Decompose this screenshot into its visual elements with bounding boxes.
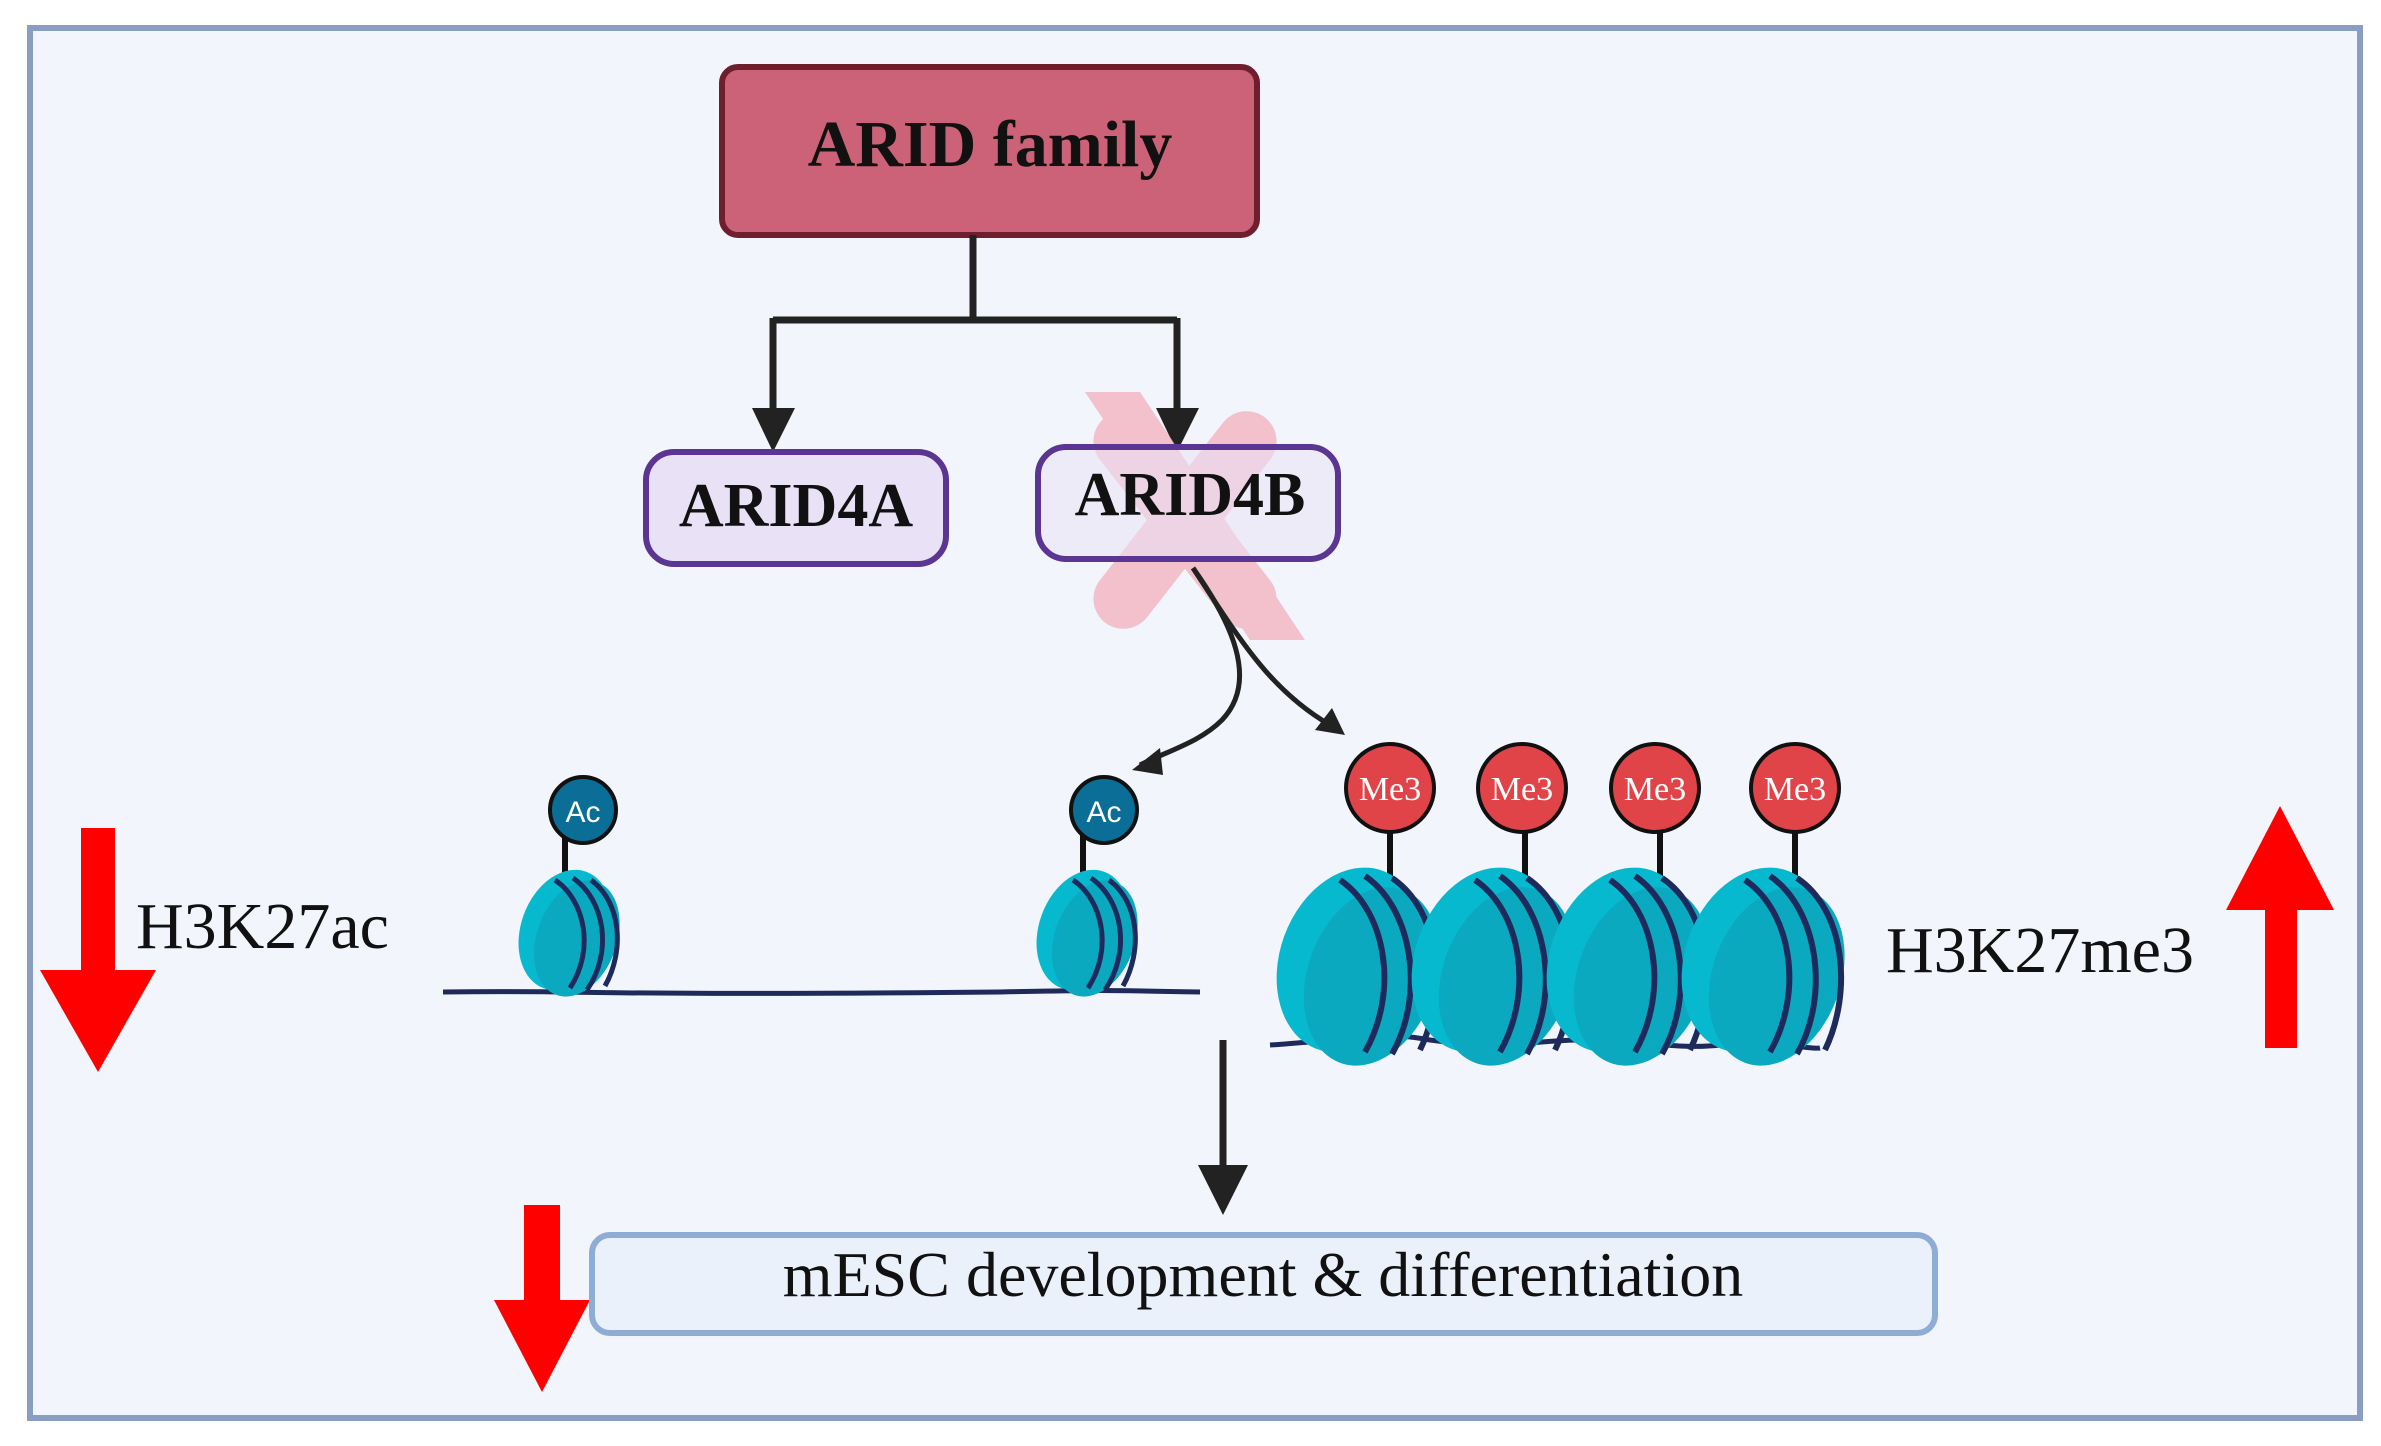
outcome-text: mESC development & differentiation (783, 1239, 1743, 1310)
dna-strand-left (442, 988, 1201, 996)
h3k27me3-label: H3K27me3 (1886, 914, 2194, 987)
trimethyl-mark-icon: Me3 (1476, 742, 1568, 834)
arid4a-box: ARID4A (643, 449, 949, 567)
ac-label: Ac (1086, 796, 1121, 829)
title-text: ARID family (808, 108, 1173, 181)
trimethyl-mark-icon: Me3 (1609, 742, 1701, 834)
me3-label: Me3 (1624, 771, 1686, 808)
trimethyl-mark-icon: Me3 (1344, 742, 1436, 834)
nucleosome-icon (518, 835, 620, 997)
trimethyl-mark-icon: Me3 (1749, 742, 1841, 834)
me3-label: Me3 (1491, 771, 1553, 808)
arid4b-box: ARID4B (1035, 444, 1341, 562)
title-box: ARID family (719, 64, 1260, 238)
me3-label: Me3 (1359, 771, 1421, 808)
h3k27ac-label: H3K27ac (136, 890, 389, 963)
red-down-arrow-icon (494, 1205, 590, 1392)
nucleosome-icon (1276, 790, 1440, 1066)
outcome-box: mESC development & differentiation (589, 1232, 1938, 1336)
acetyl-mark-icon: Ac (1069, 775, 1139, 845)
nucleosome-icon (1681, 790, 1845, 1066)
acetyl-mark-icon: Ac (548, 775, 618, 845)
red-down-arrow-icon (40, 828, 156, 1072)
nucleosome-icon (1546, 790, 1710, 1066)
nucleosome-icon (1036, 835, 1138, 997)
arid4b-effect-arrows (1132, 566, 1345, 775)
red-up-arrow-icon (2226, 806, 2334, 1048)
me3-label: Me3 (1764, 771, 1826, 808)
branch-connectors (752, 235, 1199, 452)
arid4a-label: ARID4A (679, 472, 913, 540)
arid4b-label: ARID4B (1075, 461, 1306, 529)
diagram-frame (27, 25, 2363, 1421)
outcome-arrow (1198, 1040, 1248, 1215)
nucleosome-icon (1411, 790, 1575, 1066)
ac-label: Ac (565, 796, 600, 829)
